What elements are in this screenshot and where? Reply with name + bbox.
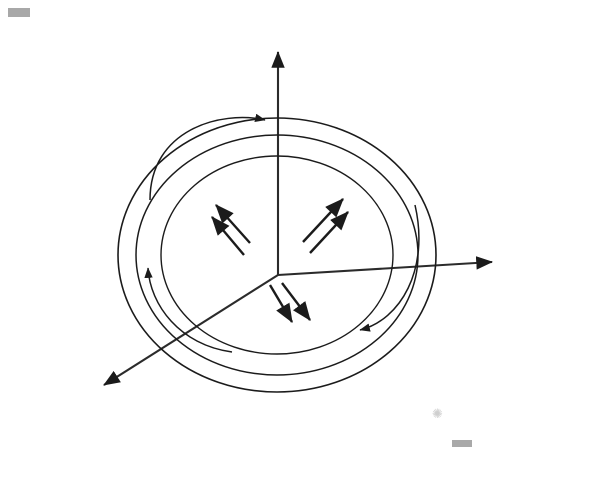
flow-center-government-a [281,282,311,321]
flow-center-enterprise-b [211,216,245,256]
tg-badge [8,8,30,17]
flow-center-government-b [268,284,294,324]
sparkle-icon: ✺ [432,406,443,421]
ring-arrow-1 [149,113,266,201]
watermark: ✺ [432,406,448,422]
ring-arrow-2 [359,204,420,332]
core-flow-arrows [211,198,349,324]
axis-space-right [277,256,494,277]
ring-flow-arrows [144,113,420,353]
flow-center-resident-b [309,211,349,254]
ring-group [117,117,437,393]
url-badge [452,440,472,447]
ring-arrow-3 [144,267,233,353]
outer-ring [117,117,437,393]
axis-group [103,50,494,386]
inner-ring [160,155,394,355]
flow-center-enterprise-a [215,204,251,244]
flow-center-resident-a [302,198,344,243]
axis-space-left [103,274,279,386]
